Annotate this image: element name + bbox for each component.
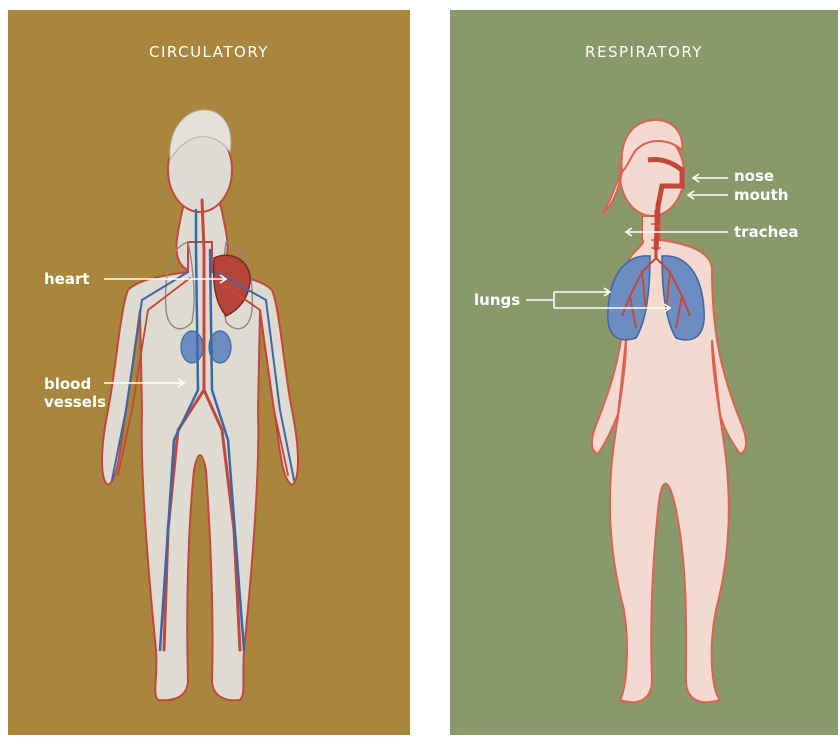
respiratory-title: RESPIRATORY	[450, 43, 838, 61]
blood-vessels-label: blood vessels	[44, 375, 106, 411]
trachea-label: trachea	[734, 223, 799, 241]
circulatory-title: CIRCULATORY	[8, 43, 410, 61]
nose-label: nose	[734, 167, 774, 185]
circulatory-figure	[8, 10, 410, 735]
lungs-label: lungs	[474, 291, 520, 309]
respiratory-figure	[450, 10, 838, 735]
mouth-label: mouth	[734, 186, 788, 204]
respiratory-panel: RESPIRATORY nose mouth trachea lungs	[450, 10, 838, 735]
respiratory-body	[592, 132, 746, 702]
circulatory-head	[168, 110, 232, 212]
circulatory-panel: CIRCULATORY heart blood vessels	[8, 10, 410, 735]
heart-label: heart	[44, 270, 90, 288]
circulatory-body	[102, 185, 298, 700]
